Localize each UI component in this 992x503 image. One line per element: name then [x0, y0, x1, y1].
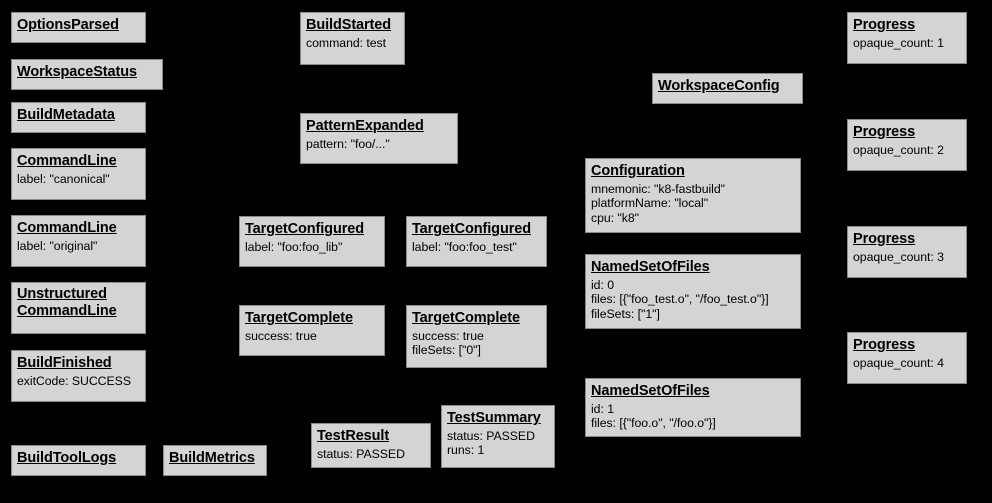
- event-node-title: TargetComplete: [245, 310, 353, 326]
- event-node-target-complete-test[interactable]: TargetComplete success: true fileSets: ["…: [406, 305, 547, 368]
- event-node-title: CommandLine: [17, 153, 117, 169]
- event-node-build-started[interactable]: BuildStarted command: test: [300, 12, 405, 65]
- event-node-command-line-original[interactable]: CommandLine label: "original": [11, 215, 146, 267]
- event-node-progress-3[interactable]: Progress opaque_count: 3: [847, 226, 967, 278]
- event-node-title: TargetConfigured: [245, 221, 364, 237]
- event-node-workspace-status[interactable]: WorkspaceStatus: [11, 59, 163, 90]
- event-node-configuration[interactable]: Configuration mnemonic: "k8-fastbuild" pl…: [585, 158, 801, 233]
- event-node-title: BuildToolLogs: [17, 450, 117, 466]
- event-node-fields: opaque_count: 4: [853, 355, 944, 370]
- event-node-fields: opaque_count: 1: [853, 35, 944, 50]
- event-node-title: Progress: [853, 124, 916, 140]
- event-node-title: Unstructured CommandLine: [17, 286, 117, 320]
- event-node-title: NamedSetOfFiles: [591, 259, 710, 275]
- event-node-unstructured-cmdline[interactable]: Unstructured CommandLine: [11, 282, 146, 334]
- event-node-title: PatternExpanded: [306, 118, 424, 134]
- event-node-progress-4[interactable]: Progress opaque_count: 4: [847, 332, 967, 384]
- event-node-fields: label: "foo:foo_test": [412, 239, 517, 254]
- event-node-fields: label: "original": [17, 238, 98, 253]
- event-node-title: TargetConfigured: [412, 221, 531, 237]
- event-node-fields: status: PASSED: [317, 446, 405, 461]
- event-node-fields: success: true fileSets: ["0"]: [412, 328, 484, 358]
- event-node-title: WorkspaceConfig: [658, 78, 780, 94]
- event-node-title: CommandLine: [17, 220, 117, 236]
- event-node-title: NamedSetOfFiles: [591, 383, 710, 399]
- event-node-fields: exitCode: SUCCESS: [17, 373, 131, 388]
- event-node-target-complete-lib[interactable]: TargetComplete success: true: [239, 305, 385, 356]
- event-node-named-set-of-files-1[interactable]: NamedSetOfFiles id: 1 files: [{"foo.o", "…: [585, 378, 801, 437]
- event-node-workspace-config[interactable]: WorkspaceConfig: [652, 73, 803, 104]
- event-node-title: BuildStarted: [306, 17, 392, 33]
- event-node-build-metadata[interactable]: BuildMetadata: [11, 102, 146, 133]
- event-node-title: WorkspaceStatus: [17, 64, 137, 80]
- event-node-title: Progress: [853, 337, 916, 353]
- event-node-fields: label: "foo:foo_lib": [245, 239, 343, 254]
- event-node-target-configured-test[interactable]: TargetConfigured label: "foo:foo_test": [406, 216, 547, 267]
- event-node-title: BuildMetadata: [17, 107, 115, 123]
- event-node-progress-2[interactable]: Progress opaque_count: 2: [847, 119, 967, 171]
- event-node-fields: command: test: [306, 35, 386, 50]
- event-node-named-set-of-files-0[interactable]: NamedSetOfFiles id: 0 files: [{"foo_test.…: [585, 254, 801, 329]
- event-node-title: TestSummary: [447, 410, 541, 426]
- event-node-fields: opaque_count: 3: [853, 249, 944, 264]
- event-node-fields: success: true: [245, 328, 317, 343]
- event-node-title: BuildMetrics: [169, 450, 255, 466]
- event-node-build-finished[interactable]: BuildFinished exitCode: SUCCESS: [11, 350, 146, 402]
- event-node-fields: opaque_count: 2: [853, 142, 944, 157]
- event-node-fields: pattern: "foo/...": [306, 136, 390, 151]
- event-node-target-configured-lib[interactable]: TargetConfigured label: "foo:foo_lib": [239, 216, 385, 267]
- event-node-title: TestResult: [317, 428, 390, 444]
- event-node-fields: mnemonic: "k8-fastbuild" platformName: "…: [591, 181, 725, 225]
- event-node-build-tool-logs[interactable]: BuildToolLogs: [11, 445, 146, 476]
- event-node-title: BuildFinished: [17, 355, 112, 371]
- event-node-title: Progress: [853, 231, 916, 247]
- event-node-fields: id: 1 files: [{"foo.o", "/foo.o"}]: [591, 401, 716, 431]
- event-node-options-parsed[interactable]: OptionsParsed: [11, 12, 146, 43]
- event-node-progress-1[interactable]: Progress opaque_count: 1: [847, 12, 967, 64]
- event-node-fields: status: PASSED runs: 1: [447, 428, 535, 458]
- event-node-test-summary[interactable]: TestSummary status: PASSED runs: 1: [441, 405, 555, 468]
- event-node-test-result[interactable]: TestResult status: PASSED: [311, 423, 431, 468]
- event-node-title: OptionsParsed: [17, 17, 119, 33]
- event-node-fields: label: "canonical": [17, 171, 110, 186]
- event-node-pattern-expanded[interactable]: PatternExpanded pattern: "foo/...": [300, 113, 458, 164]
- event-node-build-metrics[interactable]: BuildMetrics: [163, 445, 267, 476]
- event-node-title: Progress: [853, 17, 916, 33]
- event-node-command-line-canonical[interactable]: CommandLine label: "canonical": [11, 148, 146, 200]
- event-node-fields: id: 0 files: [{"foo_test.o", "/foo_test.…: [591, 277, 769, 321]
- event-node-title: TargetComplete: [412, 310, 520, 326]
- event-node-title: Configuration: [591, 163, 685, 179]
